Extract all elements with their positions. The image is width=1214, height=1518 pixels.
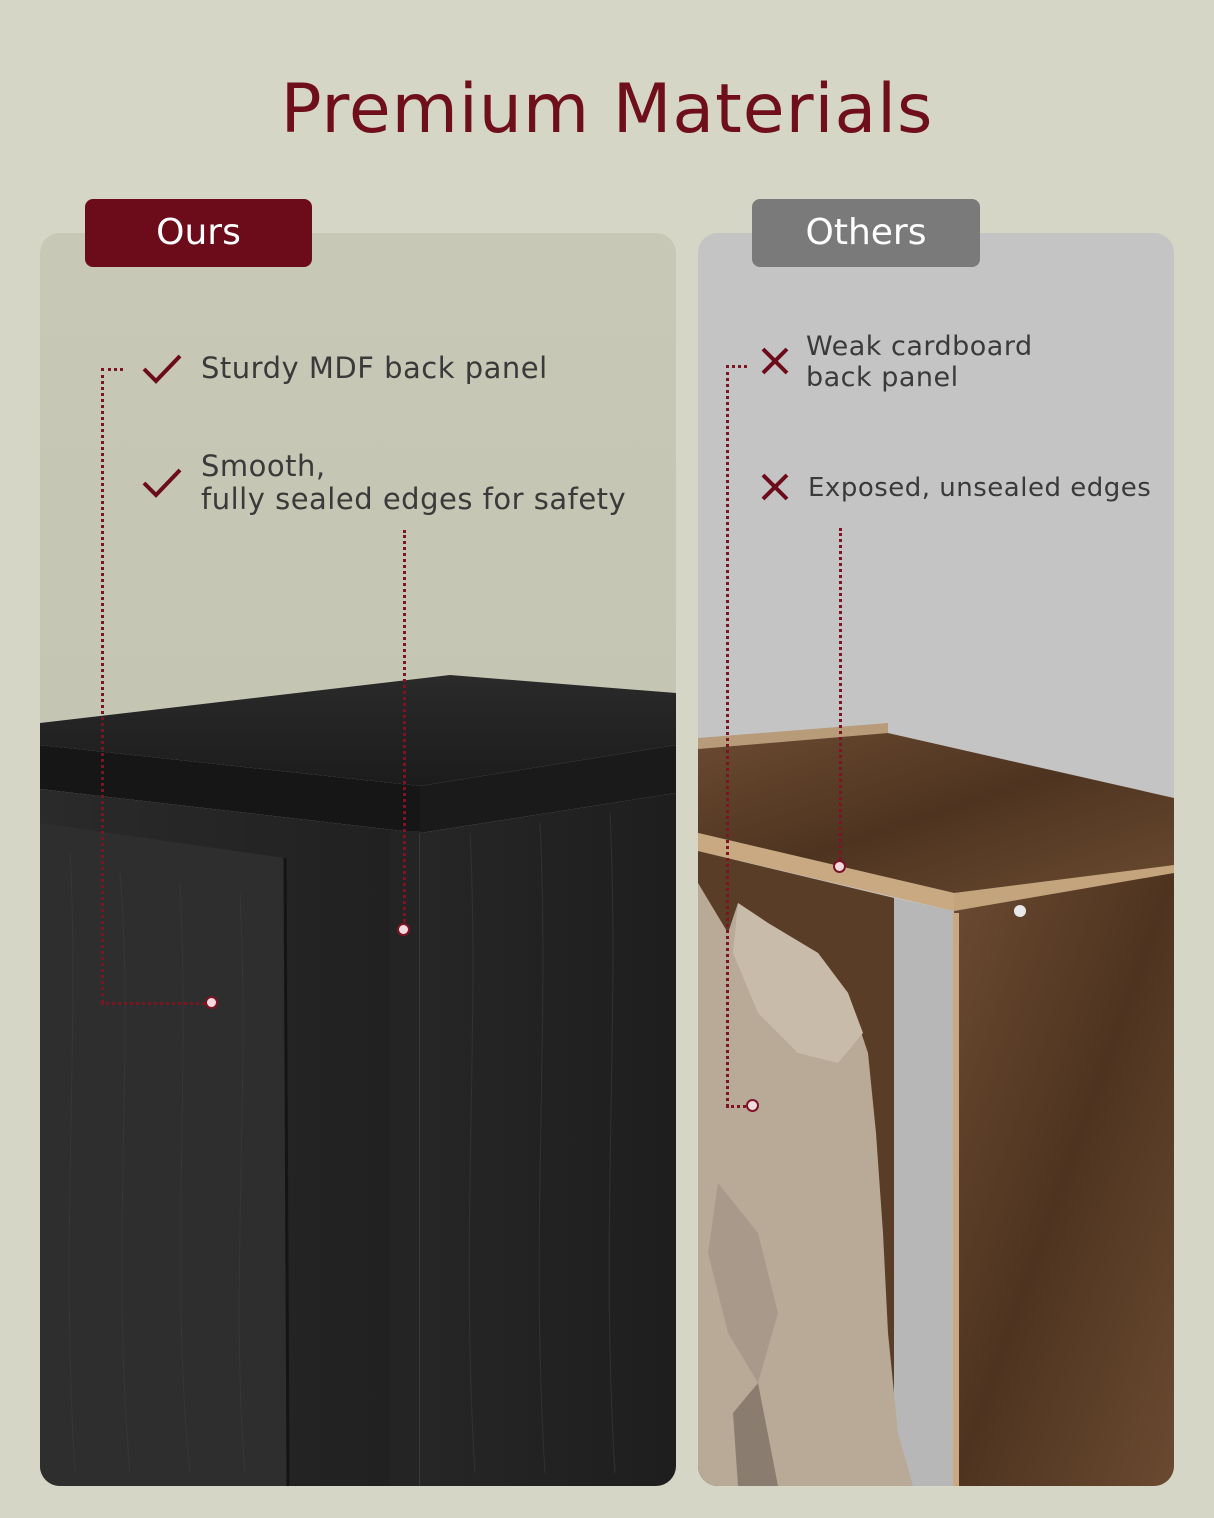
others-panel — [698, 233, 1174, 1486]
others-tag: Others — [752, 199, 980, 267]
cross-icon — [761, 347, 789, 375]
leader-line — [839, 528, 842, 860]
leader-line — [726, 365, 747, 368]
callout-dot — [397, 923, 410, 936]
feature-mdf-back-panel: Sturdy MDF back panel — [201, 351, 548, 385]
black-cabinet-illustration — [40, 675, 676, 1486]
check-icon — [142, 468, 182, 498]
feature-unsealed-edges: Exposed, unsealed edges — [808, 473, 1152, 503]
rustic-shelf-illustration — [698, 723, 1174, 1486]
callout-dot — [833, 860, 846, 873]
page-title: Premium Materials — [280, 70, 934, 149]
ours-panel — [40, 233, 676, 1486]
leader-line — [403, 530, 406, 922]
ours-tag: Ours — [85, 199, 312, 267]
leader-line — [726, 1105, 746, 1108]
leader-line — [101, 368, 123, 371]
leader-line — [101, 1002, 205, 1005]
cross-icon — [761, 473, 789, 501]
check-icon — [142, 354, 182, 384]
feature-sealed-edges: Smooth, fully sealed edges for safety — [201, 449, 627, 516]
callout-dot — [205, 996, 218, 1009]
callout-dot — [746, 1099, 759, 1112]
feature-cardboard-back-panel: Weak cardboard back panel — [806, 331, 1033, 393]
leader-line — [726, 365, 729, 1107]
leader-line — [101, 368, 104, 1003]
